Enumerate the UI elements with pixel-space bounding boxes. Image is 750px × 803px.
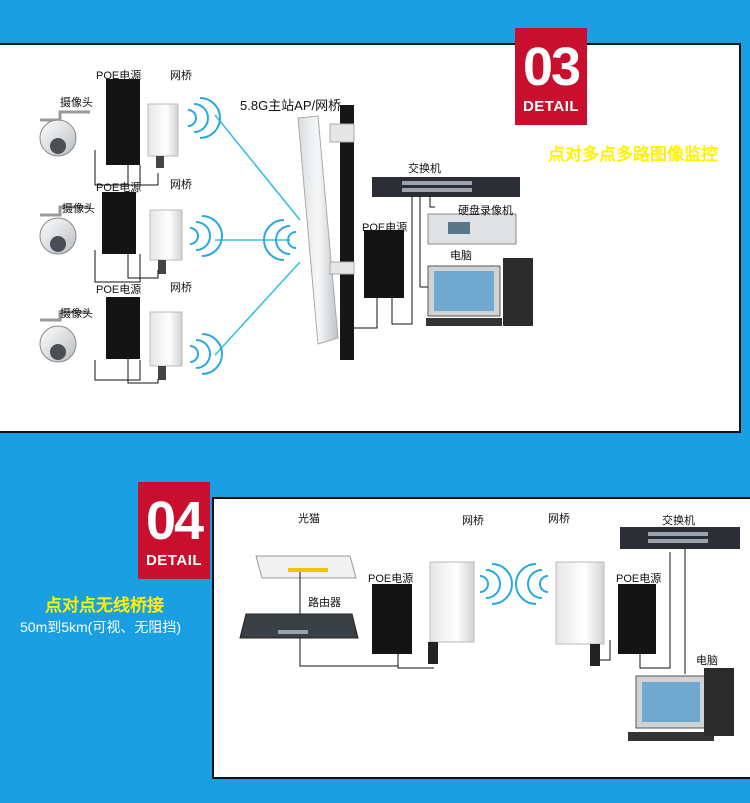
badge-number: 03	[522, 37, 581, 97]
label-computer: 电脑	[450, 250, 472, 262]
label-bridge-right: 网桥	[548, 513, 570, 525]
wireless-links	[214, 114, 301, 356]
label-poe-right: POE电源	[616, 573, 662, 585]
label-ap-poe: POE电源	[362, 222, 408, 234]
right-poe-box	[618, 584, 656, 654]
left-poe-box	[372, 584, 412, 654]
badge-detail-text: DETAIL	[145, 552, 203, 569]
label-modem: 光猫	[298, 513, 320, 525]
label-switch: 交换机	[408, 163, 441, 175]
label-computer-bottom: 电脑	[696, 655, 718, 667]
label-poe-2: POE电源	[96, 182, 142, 194]
label-camera-3: 摄像头	[60, 308, 93, 320]
label-camera-1: 摄像头	[60, 97, 93, 109]
label-poe-3: POE电源	[96, 284, 142, 296]
label-switch-bottom: 交换机	[662, 515, 695, 527]
label-bridge-2: 网桥	[170, 179, 192, 191]
camera-row-3	[39, 297, 183, 384]
label-nvr: 硬盘录像机	[458, 205, 513, 217]
label-bridge-3: 网桥	[170, 282, 192, 294]
label-poe-left: POE电源	[368, 573, 414, 585]
label-camera-2: 摄像头	[62, 203, 95, 215]
camera-row-2	[39, 192, 183, 283]
label-poe-1: POE电源	[96, 70, 142, 82]
ap-poe-box	[364, 230, 404, 298]
label-ap: 5.8G主站AP/网桥	[240, 98, 342, 113]
right-bridge	[555, 561, 605, 645]
camera-row-1	[39, 79, 179, 186]
badge-detail-text: DETAIL	[522, 98, 580, 115]
badge-number: 04	[145, 491, 204, 551]
bottom-wifi-icons	[479, 563, 549, 605]
badge-04: 04 DETAIL	[138, 482, 210, 579]
label-bridge-1: 网桥	[170, 70, 192, 82]
left-bridge	[429, 561, 475, 643]
wifi-signal-icons	[187, 97, 297, 375]
ap-antenna	[297, 105, 355, 360]
label-bridge-left: 网桥	[462, 515, 484, 527]
top-switch	[372, 177, 520, 197]
router-device	[239, 613, 359, 639]
label-router: 路由器	[308, 597, 341, 609]
top-title: 点对多点多路图像监控	[548, 145, 718, 164]
bottom-switch	[620, 527, 740, 549]
badge-03: 03 DETAIL	[515, 28, 587, 125]
bottom-title: 点对点无线桥接	[45, 596, 164, 615]
bottom-subtitle: 50m到5km(可视、无阻挡)	[20, 619, 182, 635]
nvr-device	[427, 213, 517, 245]
modem-device	[255, 555, 357, 579]
top-subtitle: 50m到5km(可视、无阻挡)	[553, 168, 715, 184]
